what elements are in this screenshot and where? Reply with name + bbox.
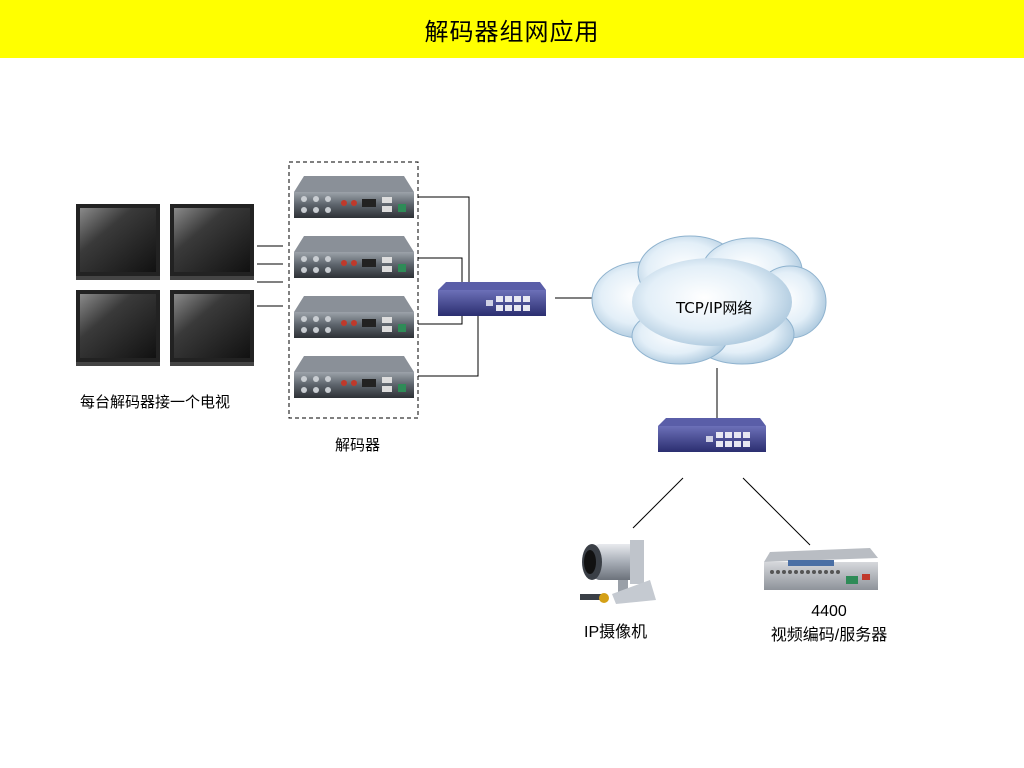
monitor-grid bbox=[76, 204, 254, 366]
network-switch-icon bbox=[438, 282, 546, 316]
decoder-icon bbox=[294, 356, 414, 398]
encoder-model-label: 4400 bbox=[811, 603, 847, 620]
slide-title: 解码器组网应用 bbox=[424, 17, 600, 46]
decoder-stack bbox=[294, 176, 414, 398]
network-switch-icon bbox=[658, 418, 766, 452]
monitors-caption: 每台解码器接一个电视 bbox=[80, 393, 231, 411]
monitor-icon bbox=[170, 204, 254, 280]
title-bar: 解码器组网应用 bbox=[0, 0, 1024, 58]
monitor-links bbox=[257, 245, 283, 307]
monitor-icon bbox=[170, 290, 254, 366]
endpoint-links bbox=[632, 477, 811, 546]
ip-camera-caption: IP摄像机 bbox=[584, 624, 648, 641]
ip-camera-icon bbox=[580, 540, 656, 604]
decoder-icon bbox=[294, 296, 414, 338]
video-encoder-server-icon bbox=[764, 548, 878, 590]
decoder-icon bbox=[294, 236, 414, 278]
monitor-icon bbox=[76, 204, 160, 280]
monitor-icon bbox=[76, 290, 160, 366]
tcpip-cloud-icon bbox=[591, 235, 827, 365]
network-cloud-caption: TCP/IP网络 bbox=[676, 299, 753, 317]
decoder-group-box bbox=[288, 161, 419, 419]
decoders-caption: 解码器 bbox=[335, 436, 381, 454]
encoder-caption: 4400 视频编码/服务器 bbox=[764, 603, 894, 645]
encoder-desc-label: 视频编码/服务器 bbox=[770, 627, 888, 644]
decoder-icon bbox=[294, 176, 414, 218]
